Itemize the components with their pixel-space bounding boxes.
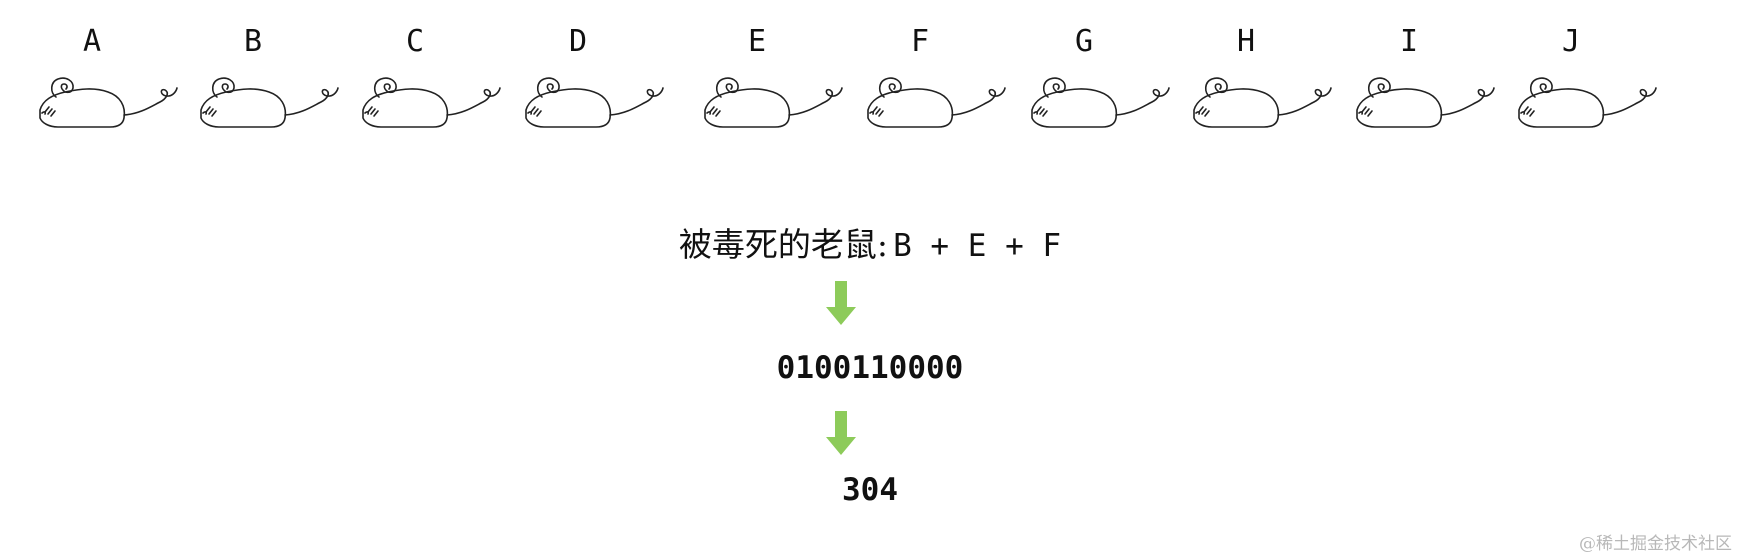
- binary-result: 0100110000: [776, 350, 964, 386]
- mouse-label-b: B: [243, 24, 263, 59]
- mouse-label-h: H: [1236, 24, 1256, 59]
- decimal-result: 304: [842, 472, 898, 508]
- mouse-icon: [1356, 77, 1495, 128]
- mouse-label-j: J: [1561, 24, 1581, 59]
- down-arrow-icon: [826, 281, 856, 325]
- mouse-label-f: F: [910, 24, 930, 59]
- mouse-icon: [39, 77, 178, 128]
- mouse-label-i: I: [1399, 24, 1419, 59]
- mouse-icon: [362, 77, 501, 128]
- poisoned-mice-expression: B + E + F: [893, 228, 1062, 264]
- mouse-label-c: C: [405, 24, 425, 59]
- watermark: @稀土掘金技术社区: [1579, 534, 1732, 554]
- mouse-icon: [867, 77, 1006, 128]
- mouse-label-d: D: [568, 24, 588, 59]
- mouse-icon: [1031, 77, 1170, 128]
- poisoned-mice-line: 被毒死的老鼠: B + E + F: [0, 220, 1740, 276]
- mouse-label-a: A: [82, 24, 102, 59]
- mouse-icon: [704, 77, 843, 128]
- mouse-icon: [1193, 77, 1332, 128]
- mouse-icon: [1518, 77, 1657, 128]
- down-arrow-icon: [826, 411, 856, 455]
- mouse-icon: [200, 77, 339, 128]
- mouse-icon: [525, 77, 664, 128]
- poisoned-mice-label: 被毒死的老鼠:: [678, 225, 889, 264]
- mouse-label-e: E: [747, 24, 767, 59]
- mouse-label-g: G: [1074, 24, 1094, 59]
